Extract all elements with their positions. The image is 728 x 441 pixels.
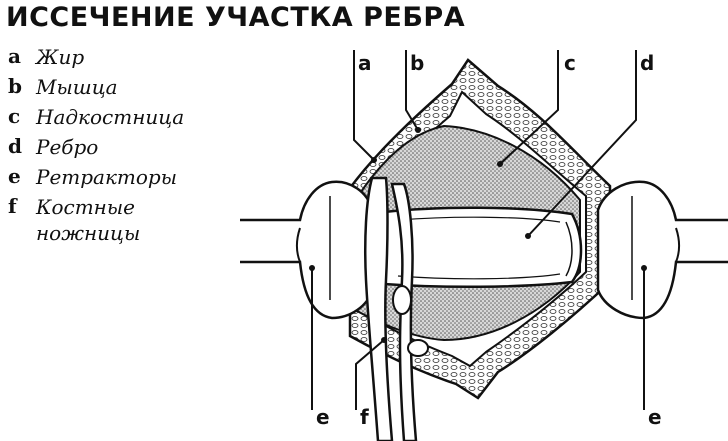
callout-leaders [311,50,645,410]
bone-shears [364,176,429,441]
callout-label-d: d [640,51,654,75]
legend-item-muscle: b Мышца [8,74,186,104]
legend-item-rib: d Ребро [8,134,186,164]
callout-label-b: b [410,51,424,75]
legend-label: Ретракторы [36,165,178,189]
legend-item-bone-shears: f Костные ножницы [8,194,186,246]
legend-label: Жир [36,45,85,69]
legend: a Жир b Мышца c Надкостница d Ребро e Ре… [8,44,186,246]
legend-item-fat: a Жир [8,44,186,74]
legend-item-periosteum: c Надкостница [8,104,186,134]
callout-label-c: c [564,51,576,75]
right-retractor [596,180,728,320]
legend-label: Надкостница [36,105,185,129]
legend-key: b [8,74,22,98]
legend-key: c [8,104,21,128]
callout-label-f: f [360,405,369,429]
callout-label-e-right: e [648,405,662,429]
legend-key: e [8,164,21,188]
figure-title: ИССЕЧЕНИЕ УЧАСТКА РЕБРА [6,2,466,33]
callout-dots [309,127,647,343]
legend-label: Мышца [36,75,118,99]
legend-label: Костные ножницы [36,195,141,245]
callout-label-e-left: e [316,405,330,429]
legend-key: d [8,134,22,158]
legend-label: Ребро [36,135,99,159]
rib [382,206,583,289]
callout-label-a: a [358,51,372,75]
legend-key: f [8,194,17,218]
left-retractor [240,180,374,320]
legend-item-retractors: e Ретракторы [8,164,186,194]
legend-key: a [8,44,21,68]
